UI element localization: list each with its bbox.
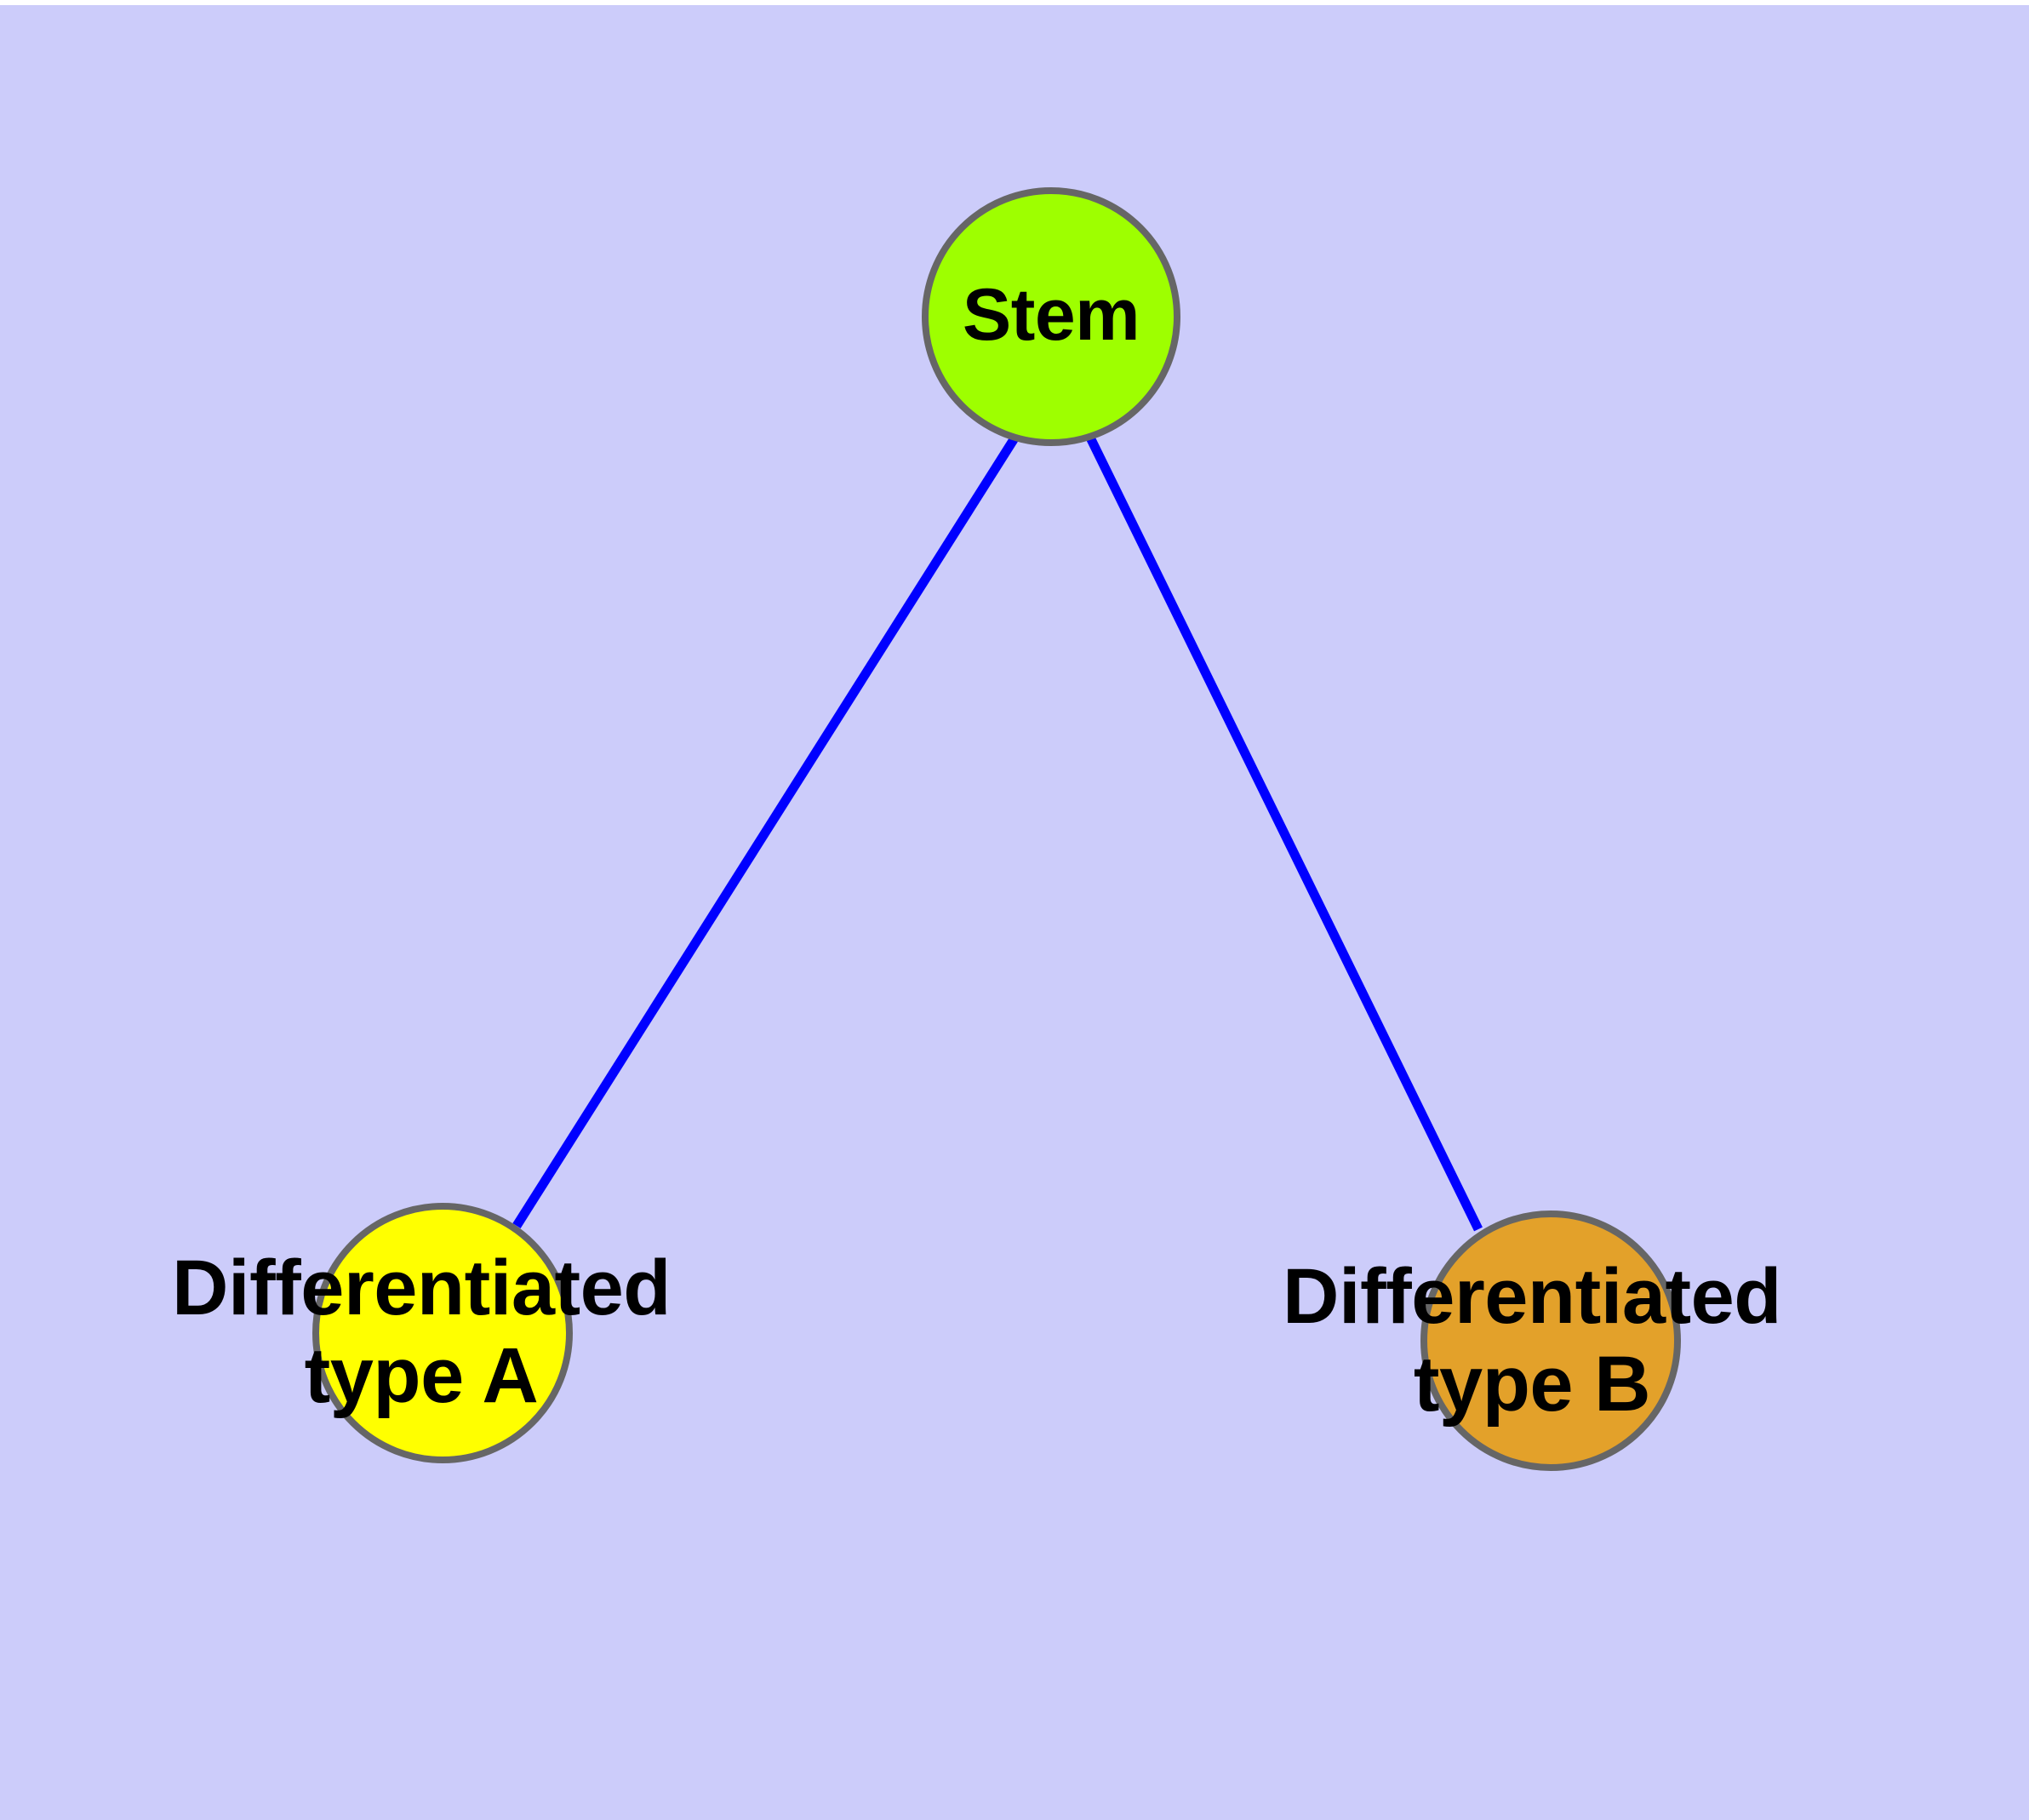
edge-layer: [512, 432, 1483, 1232]
edge-stem-to-differentiated-type-a[interactable]: [512, 432, 1021, 1228]
node-stem[interactable]: [922, 187, 1180, 446]
node-layer: [312, 187, 1681, 1471]
node-differentiated-type-a[interactable]: [312, 1203, 573, 1463]
edge-stem-to-differentiated-type-b[interactable]: [1085, 433, 1483, 1232]
node-differentiated-type-b[interactable]: [1420, 1210, 1681, 1471]
